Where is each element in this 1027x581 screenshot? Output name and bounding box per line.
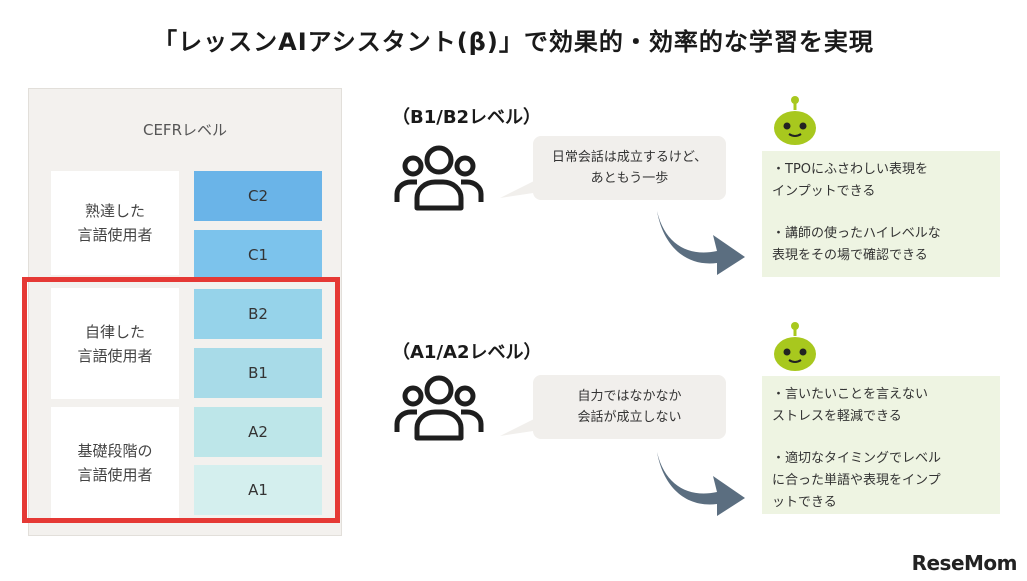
benefit-box-b1b2: ・TPOにふさわしい表現を インプットできる ・講師の使ったハイレベルな 表現を… <box>762 151 1000 277</box>
group-label-independent: 自律した 言語使用者 <box>51 288 179 399</box>
benefit-item: ・言いたいことを言えない ストレスを軽減できる <box>772 387 929 424</box>
level-c2: C2 <box>194 171 322 221</box>
group-label-basic: 基礎段階の 言語使用者 <box>51 407 179 518</box>
curved-arrow-icon <box>657 452 745 516</box>
robot-icon <box>774 322 816 371</box>
people-group-icon <box>394 145 484 211</box>
level-b2: B2 <box>194 289 322 339</box>
cefr-panel: CEFRレベル 熟達した 言語使用者 自律した 言語使用者 基礎段階の 言語使用… <box>28 88 342 536</box>
highlight-frame <box>22 277 340 523</box>
benefit-item: ・TPOにふさわしい表現を インプットできる <box>772 162 929 199</box>
people-group-icon <box>394 375 484 441</box>
curved-arrow-icon <box>657 211 745 275</box>
brand-logo: ReseMom <box>911 551 1018 575</box>
level-c1: C1 <box>194 230 322 280</box>
group-label-proficient: 熟達した 言語使用者 <box>51 171 179 275</box>
section-heading-a1a2: （A1/A2レベル） <box>392 342 542 363</box>
robot-icon <box>774 96 816 145</box>
cefr-heading: CEFRレベル <box>142 121 227 139</box>
level-a1: A1 <box>194 465 322 515</box>
bubble-tail <box>500 416 540 436</box>
level-a2: A2 <box>194 407 322 457</box>
page-title: 「レッスンAIアシスタント(β)」で効果的・効率的な学習を実現 <box>153 28 874 56</box>
section-heading-b1b2: （B1/B2レベル） <box>392 107 542 128</box>
bubble-tail <box>500 178 540 198</box>
benefit-box-a1a2: ・言いたいことを言えない ストレスを軽減できる ・適切なタイミングでレベル に合… <box>762 376 1000 514</box>
benefit-item: ・適切なタイミングでレベル に合った単語や表現をインプ ットできる <box>772 451 942 510</box>
level-b1: B1 <box>194 348 322 398</box>
speech-bubble-b1b2: 日常会話は成立するけど、 あともう一歩 <box>533 136 726 200</box>
speech-bubble-a1a2: 自力ではなかなか 会話が成立しない <box>533 375 726 439</box>
benefit-item: ・講師の使ったハイレベルな 表現をその場で確認できる <box>772 226 941 263</box>
